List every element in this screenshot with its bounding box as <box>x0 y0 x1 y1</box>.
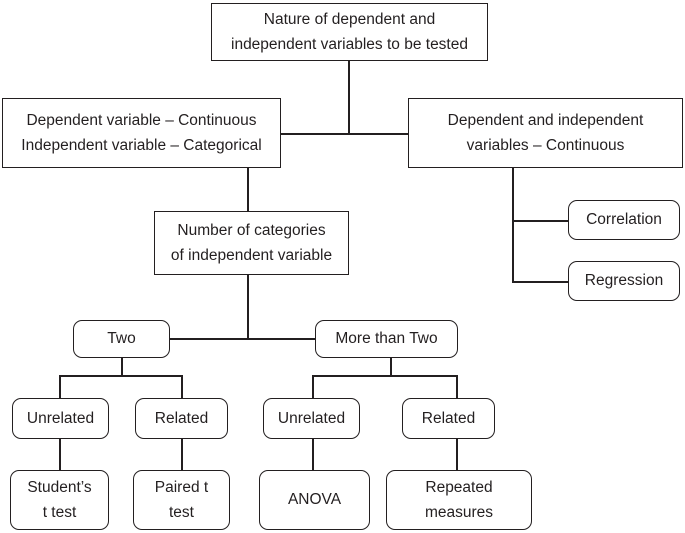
node-regression[interactable]: Regression <box>568 261 680 301</box>
node-mtt-unrelated[interactable]: Unrelated <box>263 398 360 439</box>
connector-two-morethantwo-bar <box>170 338 316 340</box>
node-left-branch[interactable]: Dependent variable – Continuous Independ… <box>2 98 281 168</box>
connector-mtt-unrelated-down <box>312 375 314 399</box>
connector-mtt-unrelated-to-anova <box>312 439 314 471</box>
node-right-branch[interactable]: Dependent and independent variables – Co… <box>408 98 683 168</box>
node-repeated-measures-line2: measures <box>424 504 494 521</box>
node-right-branch-line1: Dependent and independent <box>447 111 644 129</box>
connector-two-related-down <box>181 375 183 399</box>
connector-related-to-paired <box>181 439 183 471</box>
node-right-branch-line2: variables – Continuous <box>466 137 625 154</box>
node-mtt-related[interactable]: Related <box>402 398 495 439</box>
node-more-than-two[interactable]: More than Two <box>315 320 458 358</box>
node-repeated-measures-line1: Repeated <box>425 478 493 496</box>
connector-mtt-related-down <box>456 375 458 399</box>
connector-categories-down <box>247 275 249 339</box>
connector-to-regression <box>512 281 569 283</box>
node-two-unrelated[interactable]: Unrelated <box>12 398 109 439</box>
node-correlation[interactable]: Correlation <box>568 200 680 240</box>
connector-right-branch-down <box>512 168 514 282</box>
node-students-t-test-line1: Student’s <box>27 478 92 496</box>
connector-left-branch-down <box>247 168 249 212</box>
node-two[interactable]: Two <box>73 320 170 358</box>
node-left-branch-line2: Independent variable – Categorical <box>21 137 262 154</box>
connector-morethantwo-split-bar <box>312 375 458 377</box>
connector-two-split-bar <box>59 375 183 377</box>
node-categories[interactable]: Number of categories of independent vari… <box>154 211 349 275</box>
connector-root-down <box>348 60 350 134</box>
node-mtt-related-label: Related <box>421 409 476 427</box>
node-students-t-test[interactable]: Student’s t test <box>10 470 109 530</box>
node-root-line1: Nature of dependent and <box>263 10 436 28</box>
node-paired-t-test-line1: Paired t <box>154 478 209 496</box>
node-mtt-unrelated-label: Unrelated <box>277 409 346 427</box>
connector-branch-bar <box>280 133 409 135</box>
node-categories-line1: Number of categories <box>177 221 326 239</box>
node-root-line2: independent variables to be tested <box>231 36 468 53</box>
connector-mtt-related-to-repeated <box>456 439 458 471</box>
node-repeated-measures[interactable]: Repeated measures <box>386 470 532 530</box>
node-two-label: Two <box>107 330 136 348</box>
node-paired-t-test-line2: test <box>169 504 194 521</box>
node-students-t-test-line2: t test <box>42 504 77 521</box>
node-left-branch-line1: Dependent variable – Continuous <box>26 111 257 129</box>
node-root[interactable]: Nature of dependent and independent vari… <box>211 3 488 61</box>
node-two-unrelated-label: Unrelated <box>26 409 95 427</box>
connector-two-down <box>121 358 123 376</box>
connector-two-unrelated-down <box>59 375 61 399</box>
node-two-related[interactable]: Related <box>135 398 228 439</box>
connector-unrelated-to-students <box>59 439 61 471</box>
node-two-related-label: Related <box>154 409 209 427</box>
connector-to-correlation <box>512 220 569 222</box>
node-anova-label: ANOVA <box>287 491 342 509</box>
connector-morethantwo-down <box>390 358 392 376</box>
node-regression-label: Regression <box>584 272 664 290</box>
node-anova[interactable]: ANOVA <box>259 470 370 530</box>
node-paired-t-test[interactable]: Paired t test <box>133 470 230 530</box>
node-categories-line2: of independent variable <box>170 247 333 264</box>
node-more-than-two-label: More than Two <box>335 330 438 348</box>
node-correlation-label: Correlation <box>586 211 662 229</box>
